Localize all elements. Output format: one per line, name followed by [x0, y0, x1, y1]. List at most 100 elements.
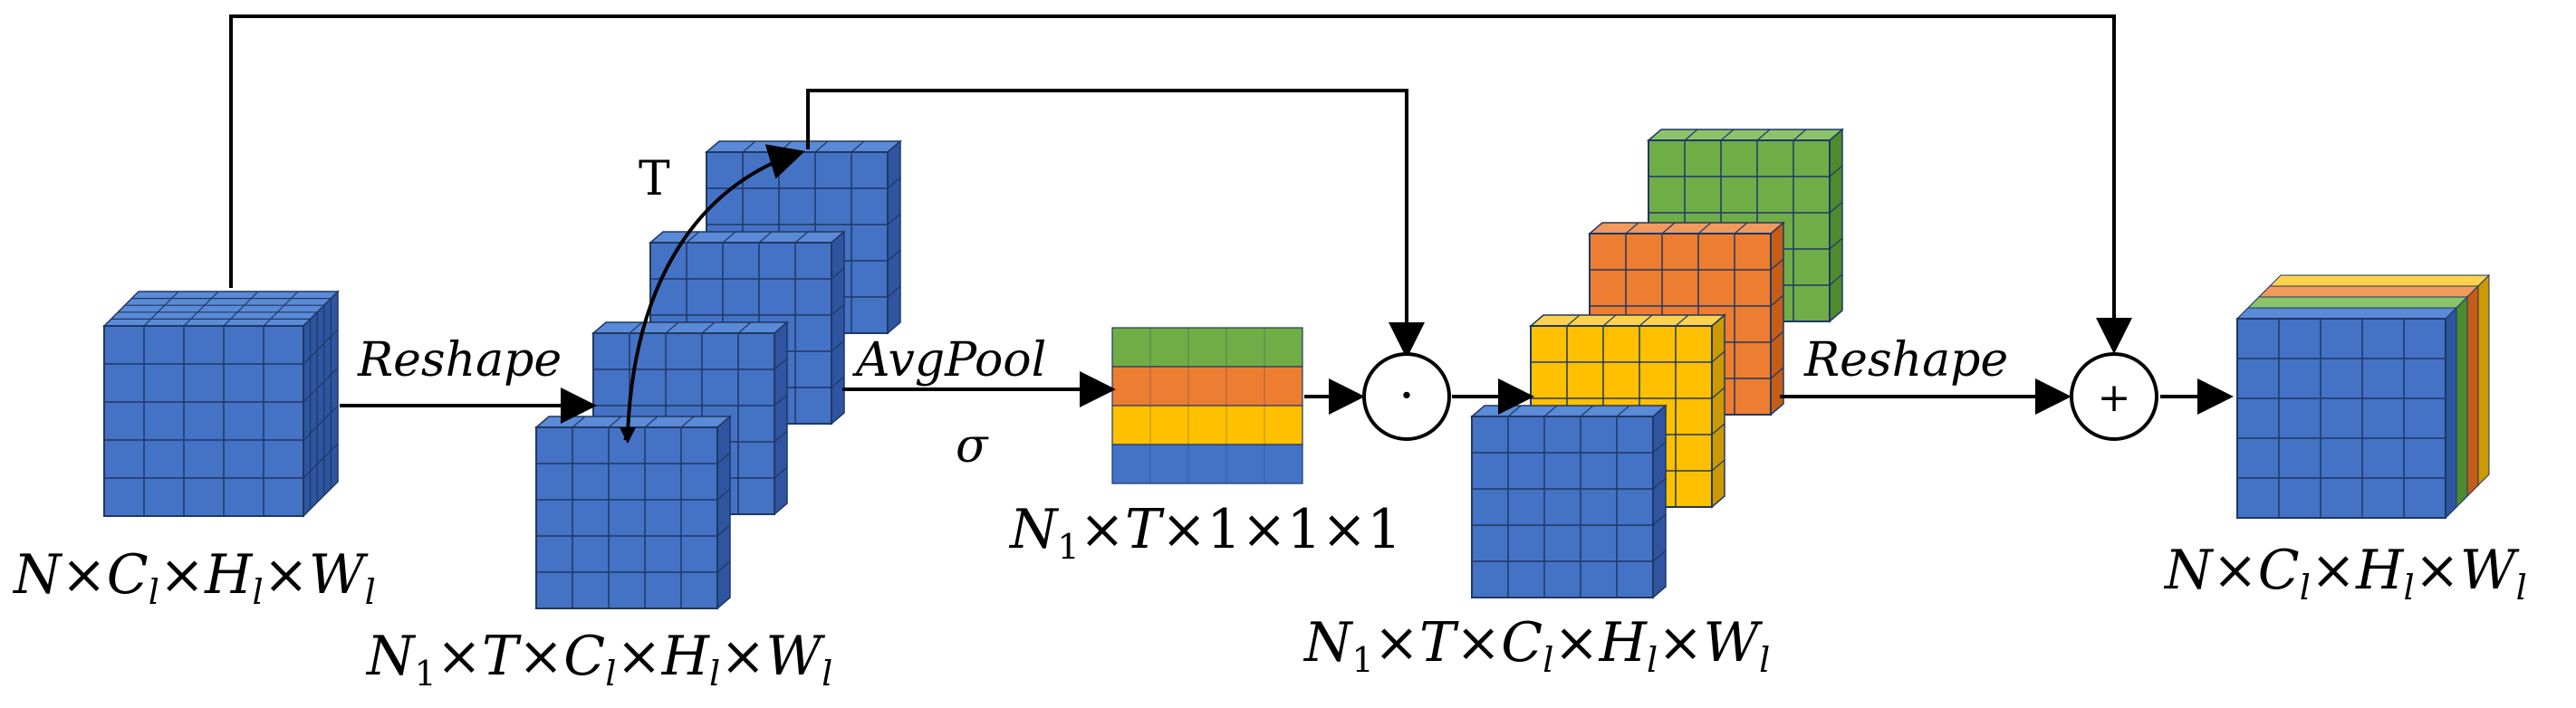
- reshaped-slice-4-topline: [608, 416, 622, 428]
- reshaped-slice-1-topline: [814, 140, 829, 153]
- reshape-label-2: Reshape: [1803, 333, 2008, 387]
- input-cube-front: [103, 325, 304, 517]
- reshaped-slice-2-topline: [686, 231, 700, 244]
- scaled-slice-4-sideline: [1652, 441, 1667, 454]
- output-side-blue: [2445, 306, 2457, 520]
- multiply-operator: ·: [1362, 352, 1451, 441]
- scaled-slice-2-side: [1770, 221, 1784, 416]
- input-cube-side-line: [303, 443, 339, 479]
- input-cube-top-line: [143, 291, 179, 327]
- scaled-slice-4: [1469, 404, 1668, 599]
- input-cube-top-line: [183, 291, 219, 327]
- reshaped-slice-3-topline: [629, 321, 643, 334]
- reshaped-slices: [533, 139, 903, 610]
- reshaped-slice-1-side: [887, 139, 901, 335]
- output-dims-label: N×Cl×Hl×Wl: [2163, 539, 2527, 608]
- scaled-slice-4-topline: [1580, 405, 1594, 417]
- reshaped-slice-1-sideline: [887, 177, 901, 189]
- skip-connection-slices: [806, 89, 1425, 359]
- reshape-label-1: Reshape: [357, 333, 562, 387]
- reshaped-slice-2-sideline: [831, 303, 845, 316]
- scaled-slice-2-sideline: [1770, 294, 1784, 307]
- scaled-slice-2-top: [1587, 222, 1786, 234]
- reshaped-slice-4-side: [716, 415, 731, 610]
- pooled-row-1: [1111, 327, 1303, 368]
- reshaped-slice-3-topline: [701, 321, 716, 334]
- reshaped-dims-label: N1×T×Cl×Hl×Wl: [365, 625, 832, 694]
- pooled-attention-bar: [1111, 327, 1303, 484]
- scaled-slice-1-topline: [1793, 129, 1807, 141]
- scaled-slice-3-topline: [1566, 314, 1581, 327]
- input-dims-label: N×Cl×Hl×Wl: [12, 543, 376, 612]
- reshaped-slice-3-sideline: [774, 466, 788, 479]
- reshaped-slice-2-sideline: [831, 376, 845, 388]
- reshaped-slice-2-sideline: [831, 340, 845, 352]
- scaled-slices: [1469, 128, 1845, 599]
- scaled-slice-2-topline: [1661, 222, 1676, 234]
- reshaped-slice-4-front: [535, 426, 718, 609]
- output-feature-cube: [2235, 273, 2491, 520]
- reshaped-slice-4-sideline: [716, 488, 731, 501]
- t-axis-curve: [626, 144, 805, 435]
- output-cube-front: [2236, 318, 2446, 519]
- add-operator: +: [2070, 352, 2158, 441]
- scaled-slice-3-sideline: [1711, 387, 1725, 399]
- reshaped-slice-1-top: [704, 140, 903, 153]
- output-side-layer: [2466, 284, 2479, 498]
- reshaped-slice-1-topline: [851, 140, 865, 153]
- scaled-slice-1-topline: [1756, 129, 1771, 141]
- output-top-layer: [2257, 285, 2480, 298]
- reshaped-slice-2-topline: [758, 231, 773, 244]
- scaled-slice-1-sideline: [1829, 273, 1843, 286]
- reshaped-slice-2-sideline: [831, 267, 845, 280]
- scaled-slice-3-sideline: [1711, 459, 1725, 472]
- scaled-slice-4-front: [1471, 416, 1654, 598]
- output-top-layer: [2246, 296, 2469, 309]
- scaled-slice-1-side: [1829, 128, 1843, 323]
- pooled-dims-label: N1×T×1×1×1: [1008, 498, 1401, 567]
- reshaped-slice-3-topline: [665, 321, 679, 334]
- output-side-layer: [2477, 273, 2490, 487]
- connection-arrows: [229, 14, 2234, 435]
- avgpool-label: AvgPool: [852, 333, 1046, 387]
- scaled-slice-2-topline: [1625, 222, 1639, 234]
- reshaped-slice-1-topline: [742, 140, 756, 153]
- reshaped-slice-3-topline: [737, 321, 752, 334]
- reshaped-slice-2-side: [831, 230, 845, 426]
- input-cube-side-line: [303, 405, 339, 441]
- input-cube-top-line: [263, 291, 299, 327]
- reshaped-slice-1-sideline: [887, 213, 901, 225]
- scaled-slice-4-sideline: [1652, 513, 1667, 526]
- scaled-slice-4-sideline: [1652, 550, 1667, 562]
- scaled-slice-4-side: [1652, 404, 1667, 599]
- scaled-slice-4-sideline: [1652, 477, 1667, 490]
- reshaped-slice-3-top: [591, 321, 790, 334]
- reshaped-slice-4: [533, 415, 733, 610]
- scaled-slice-3-topline: [1639, 314, 1653, 327]
- scaled-slice-2-topline: [1734, 222, 1748, 234]
- input-cube-top: [102, 291, 340, 327]
- scaled-slice-1-sideline: [1829, 237, 1843, 250]
- reshaped-slice-4-top: [533, 416, 733, 428]
- input-feature-cube: [102, 290, 340, 518]
- t-axis-curve-start-arrow: [620, 427, 636, 444]
- reshaped-slice-4-sideline: [716, 560, 731, 573]
- pooled-row-3: [1111, 405, 1303, 445]
- reshaped-slice-2-topline: [722, 231, 736, 244]
- output-top-blue: [2235, 307, 2458, 320]
- output-top-layer: [2268, 274, 2491, 287]
- reshaped-slice-3-sideline: [774, 358, 788, 370]
- add-symbol: +: [2098, 375, 2131, 421]
- scaled-slice-2-topline: [1697, 222, 1712, 234]
- scaled-slice-2-sideline: [1770, 367, 1784, 379]
- output-side-layer: [2456, 295, 2468, 509]
- multiply-symbol: ·: [1399, 367, 1415, 426]
- scaled-slice-3-sideline: [1711, 350, 1725, 363]
- skip-connection-top: [229, 14, 2132, 354]
- reshaped-slice-3-sideline: [774, 394, 788, 407]
- scaled-slice-1-top: [1646, 129, 1845, 141]
- reshaped-slice-2-topline: [794, 231, 809, 244]
- scaled-slice-3-side: [1711, 313, 1725, 509]
- reshaped-slice-3-side: [774, 321, 788, 516]
